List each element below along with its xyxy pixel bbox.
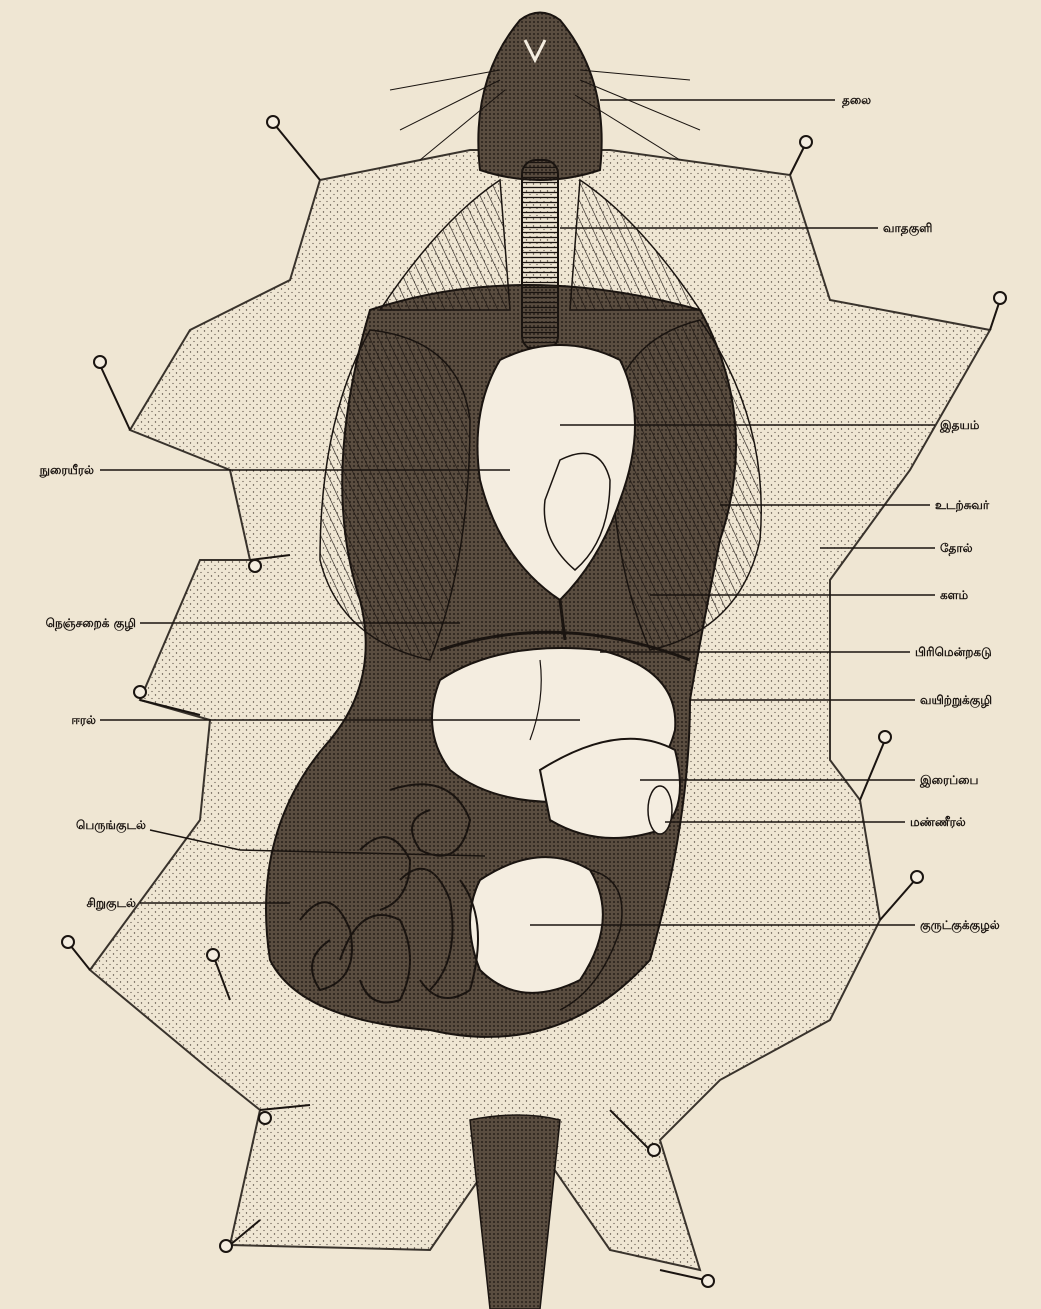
label-skin: தோல் (940, 541, 973, 555)
label-thoracic-cavity: நெஞ்சறைக் குழி (4, 616, 136, 630)
label-head: தலை (842, 93, 871, 107)
label-liver: ஈரல் (20, 713, 96, 727)
label-stomach: இரைப்பை (920, 773, 978, 787)
label-lung: நுரையீரல் (6, 463, 94, 477)
label-abdominal-cavity: வயிற்றுக்குழி (920, 693, 992, 707)
tail (470, 1115, 560, 1309)
label-cavity-space: களம் (940, 588, 968, 602)
label-heart: இதயம் (940, 418, 979, 432)
label-spleen: மண்ணீரல் (910, 815, 966, 829)
trachea (522, 160, 558, 350)
label-body-wall: உடற்சுவர் (935, 498, 989, 512)
label-small-intestine: சிறுகுடல் (10, 896, 136, 910)
label-caecum: குருட்குக்குழல் (920, 918, 1000, 932)
label-large-intestine: பெருங்குடல் (10, 818, 146, 832)
label-diaphragm: பிரிமென்றகடு (915, 645, 992, 659)
spleen (648, 786, 672, 834)
label-trachea: வாதகுளி (883, 221, 932, 235)
